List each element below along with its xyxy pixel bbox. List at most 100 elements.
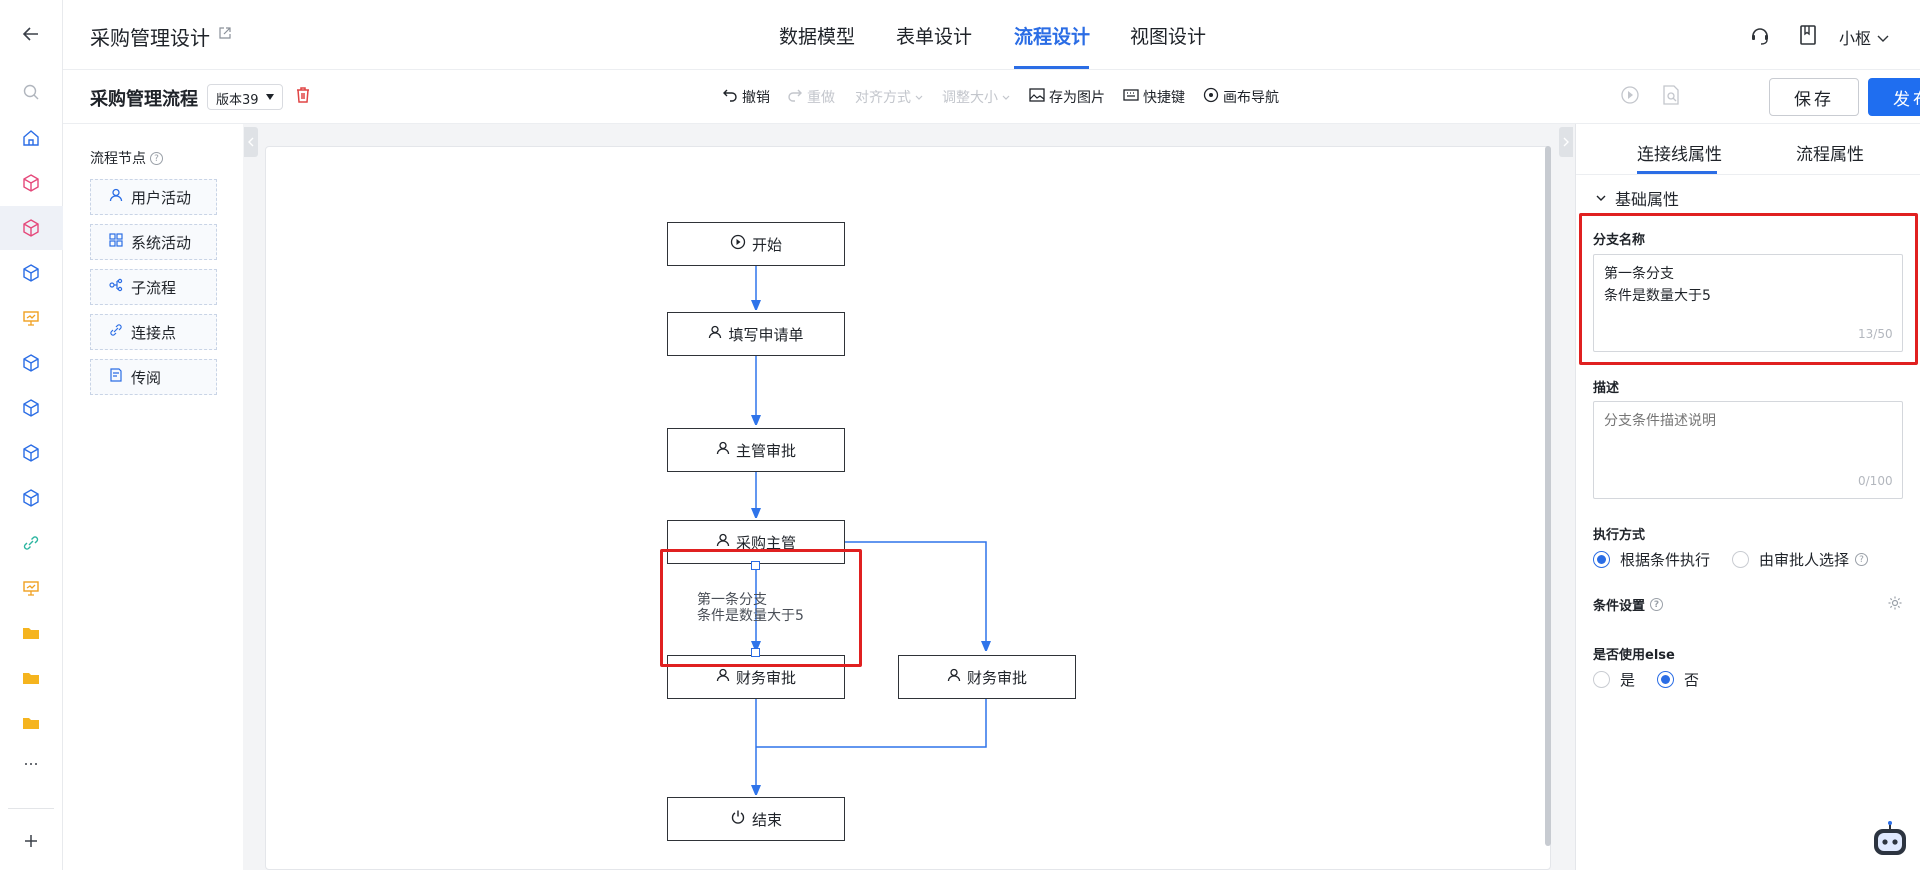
branch-name-field[interactable]: 第一条分支 条件是数量大于5 xyxy=(1593,254,1903,352)
node-start[interactable]: 开始 xyxy=(667,222,845,266)
tab-data-model[interactable]: 数据模型 xyxy=(779,26,856,48)
description-field[interactable] xyxy=(1593,401,1903,499)
subflow-icon xyxy=(109,278,123,296)
node-label: 开始 xyxy=(751,235,782,254)
canvas-scrollbar[interactable] xyxy=(1545,146,1551,846)
shortcuts-button[interactable]: 快捷键 xyxy=(1123,87,1185,107)
node-fill-form[interactable]: 填写申请单 xyxy=(667,312,845,356)
link-icon[interactable] xyxy=(18,530,44,556)
save-image-label: 存为图片 xyxy=(1049,90,1105,106)
branch-label-line2: 条件是数量大于5 xyxy=(697,608,804,624)
power-icon xyxy=(730,809,746,829)
home-icon[interactable] xyxy=(18,125,44,151)
edge-handle-bottom[interactable] xyxy=(751,648,760,657)
node-end[interactable]: 结束 xyxy=(667,797,845,841)
cube-icon[interactable] xyxy=(18,395,44,421)
compass-icon xyxy=(1203,87,1219,107)
branch-label[interactable]: 第一条分支 条件是数量大于5 xyxy=(697,592,804,624)
undo-icon xyxy=(722,88,738,106)
palette-title-text: 流程节点 xyxy=(90,151,146,167)
edge-handle-top[interactable] xyxy=(751,561,760,570)
use-else-label: 是否使用else xyxy=(1593,648,1675,663)
folder-icon[interactable] xyxy=(18,710,44,736)
version-select[interactable]: 版本39 xyxy=(207,84,283,110)
tab-view-design[interactable]: 视图设计 xyxy=(1130,26,1207,48)
cube-icon[interactable] xyxy=(18,170,44,196)
cube-icon[interactable] xyxy=(18,440,44,466)
monitor-icon[interactable] xyxy=(18,575,44,601)
highlight-selected-edge xyxy=(660,549,862,667)
node-label: 采购主管 xyxy=(735,533,796,552)
edge-branch-2[interactable] xyxy=(845,541,986,647)
radio-by-condition-label: 根据条件执行 xyxy=(1620,551,1711,569)
redo-button[interactable]: 重做 xyxy=(787,87,835,107)
cube-icon[interactable] xyxy=(0,206,63,250)
align-label: 对齐方式 xyxy=(855,90,911,106)
more-icon[interactable] xyxy=(18,750,44,776)
circulate-icon xyxy=(109,368,123,386)
tab-flow-design[interactable]: 流程设计 xyxy=(1014,26,1091,48)
palette-item-label: 系统活动 xyxy=(131,233,192,252)
radio-else-no[interactable] xyxy=(1657,671,1675,688)
palette-item-label: 用户活动 xyxy=(131,188,192,207)
node-purchase-manager[interactable]: 采购主管 xyxy=(667,520,845,564)
node-manager-approve[interactable]: 主管审批 xyxy=(667,428,845,472)
palette-item-system-activity[interactable]: 系统活动 xyxy=(90,224,217,260)
image-icon xyxy=(1029,88,1045,106)
monitor-icon[interactable] xyxy=(18,305,44,331)
resize-dropdown[interactable]: 调整大小 xyxy=(942,87,1010,107)
assistant-bot-icon[interactable] xyxy=(1868,819,1912,863)
collapse-right-handle[interactable] xyxy=(1559,127,1573,157)
redo-label: 重做 xyxy=(807,90,835,106)
external-link-icon[interactable] xyxy=(218,25,232,44)
search-icon[interactable] xyxy=(18,79,44,105)
plus-icon[interactable] xyxy=(18,828,44,854)
user-icon xyxy=(716,533,730,551)
palette-item-subflow[interactable]: 子流程 xyxy=(90,269,217,305)
user-icon xyxy=(109,188,123,206)
radio-else-yes[interactable] xyxy=(1593,671,1610,688)
help-icon[interactable]: ? xyxy=(1855,553,1869,566)
active-props-tab-indicator xyxy=(1637,171,1717,174)
document-icon[interactable] xyxy=(1798,24,1818,50)
canvas-nav-button[interactable]: 画布导航 xyxy=(1203,87,1279,107)
user-menu[interactable]: 小枢 xyxy=(1839,25,1890,49)
undo-button[interactable]: 撤销 xyxy=(722,87,770,107)
flow-canvas[interactable] xyxy=(265,146,1551,870)
tab-flow-properties[interactable]: 流程属性 xyxy=(1796,145,1864,165)
align-dropdown[interactable]: 对齐方式 xyxy=(855,87,923,107)
help-icon[interactable]: ? xyxy=(150,151,163,165)
palette-item-circulate[interactable]: 传阅 xyxy=(90,359,217,395)
radio-by-approver[interactable] xyxy=(1732,551,1750,568)
play-icon[interactable] xyxy=(1619,84,1641,110)
flow-name: 采购管理流程 xyxy=(90,89,198,110)
delete-version-icon[interactable] xyxy=(295,86,311,108)
user-name: 小枢 xyxy=(1839,29,1872,48)
radio-by-condition[interactable] xyxy=(1593,551,1610,568)
cube-icon[interactable] xyxy=(18,350,44,376)
folder-icon[interactable] xyxy=(18,665,44,691)
cube-icon[interactable] xyxy=(18,260,44,286)
palette-item-user-activity[interactable]: 用户活动 xyxy=(90,179,217,215)
save-button[interactable]: 保存 xyxy=(1769,78,1859,116)
tab-form-design[interactable]: 表单设计 xyxy=(896,26,973,48)
support-icon[interactable] xyxy=(1749,24,1771,50)
preview-doc-icon[interactable] xyxy=(1661,84,1681,110)
description-counter: 0/100 xyxy=(1858,474,1893,488)
gear-icon[interactable] xyxy=(1887,595,1903,615)
help-icon[interactable]: ? xyxy=(1650,598,1664,611)
publish-button[interactable]: 发布 xyxy=(1868,78,1920,116)
palette-item-connector[interactable]: 连接点 xyxy=(90,314,217,350)
edge-finance2-end[interactable] xyxy=(756,699,987,748)
section-basic-props[interactable]: 基础属性 xyxy=(1595,186,1679,210)
branch-label-line1: 第一条分支 xyxy=(697,592,767,608)
node-finance-approve-2[interactable]: 财务审批 xyxy=(898,655,1076,699)
collapse-left-handle[interactable] xyxy=(244,127,258,157)
save-image-button[interactable]: 存为图片 xyxy=(1029,87,1105,107)
folder-icon[interactable] xyxy=(18,620,44,646)
exec-mode-options: 根据条件执行 由审批人选择 ? xyxy=(1593,549,1869,570)
back-arrow-icon[interactable] xyxy=(18,21,44,47)
tab-edge-properties[interactable]: 连接线属性 xyxy=(1637,145,1722,165)
cube-icon[interactable] xyxy=(18,485,44,511)
